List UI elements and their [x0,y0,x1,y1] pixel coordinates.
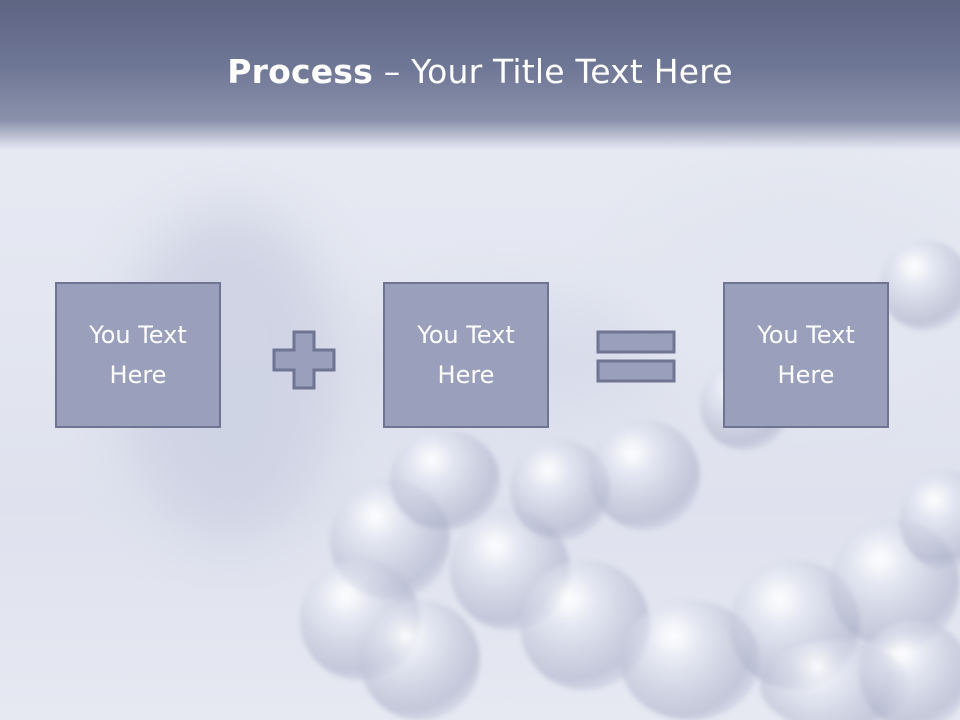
step-1-text-line2: Here [109,361,167,389]
process-step-result[interactable]: You Text Here [723,282,889,428]
equals-icon [596,330,676,383]
process-step-2[interactable]: You Text Here [383,282,549,428]
title-rest: Your Title Text Here [411,52,733,91]
step-2-text-line1: You Text [417,321,515,349]
title-dash: – [383,52,401,91]
step-2-text-line2: Here [437,361,495,389]
slide-title: Process – Your Title Text Here [0,52,960,91]
step-3-text-line2: Here [777,361,835,389]
plus-icon [272,330,336,390]
title-bar [0,0,960,150]
step-3-text-line1: You Text [757,321,855,349]
step-1-text-line1: You Text [89,321,187,349]
title-bold: Process [227,52,373,91]
process-step-1[interactable]: You Text Here [55,282,221,428]
